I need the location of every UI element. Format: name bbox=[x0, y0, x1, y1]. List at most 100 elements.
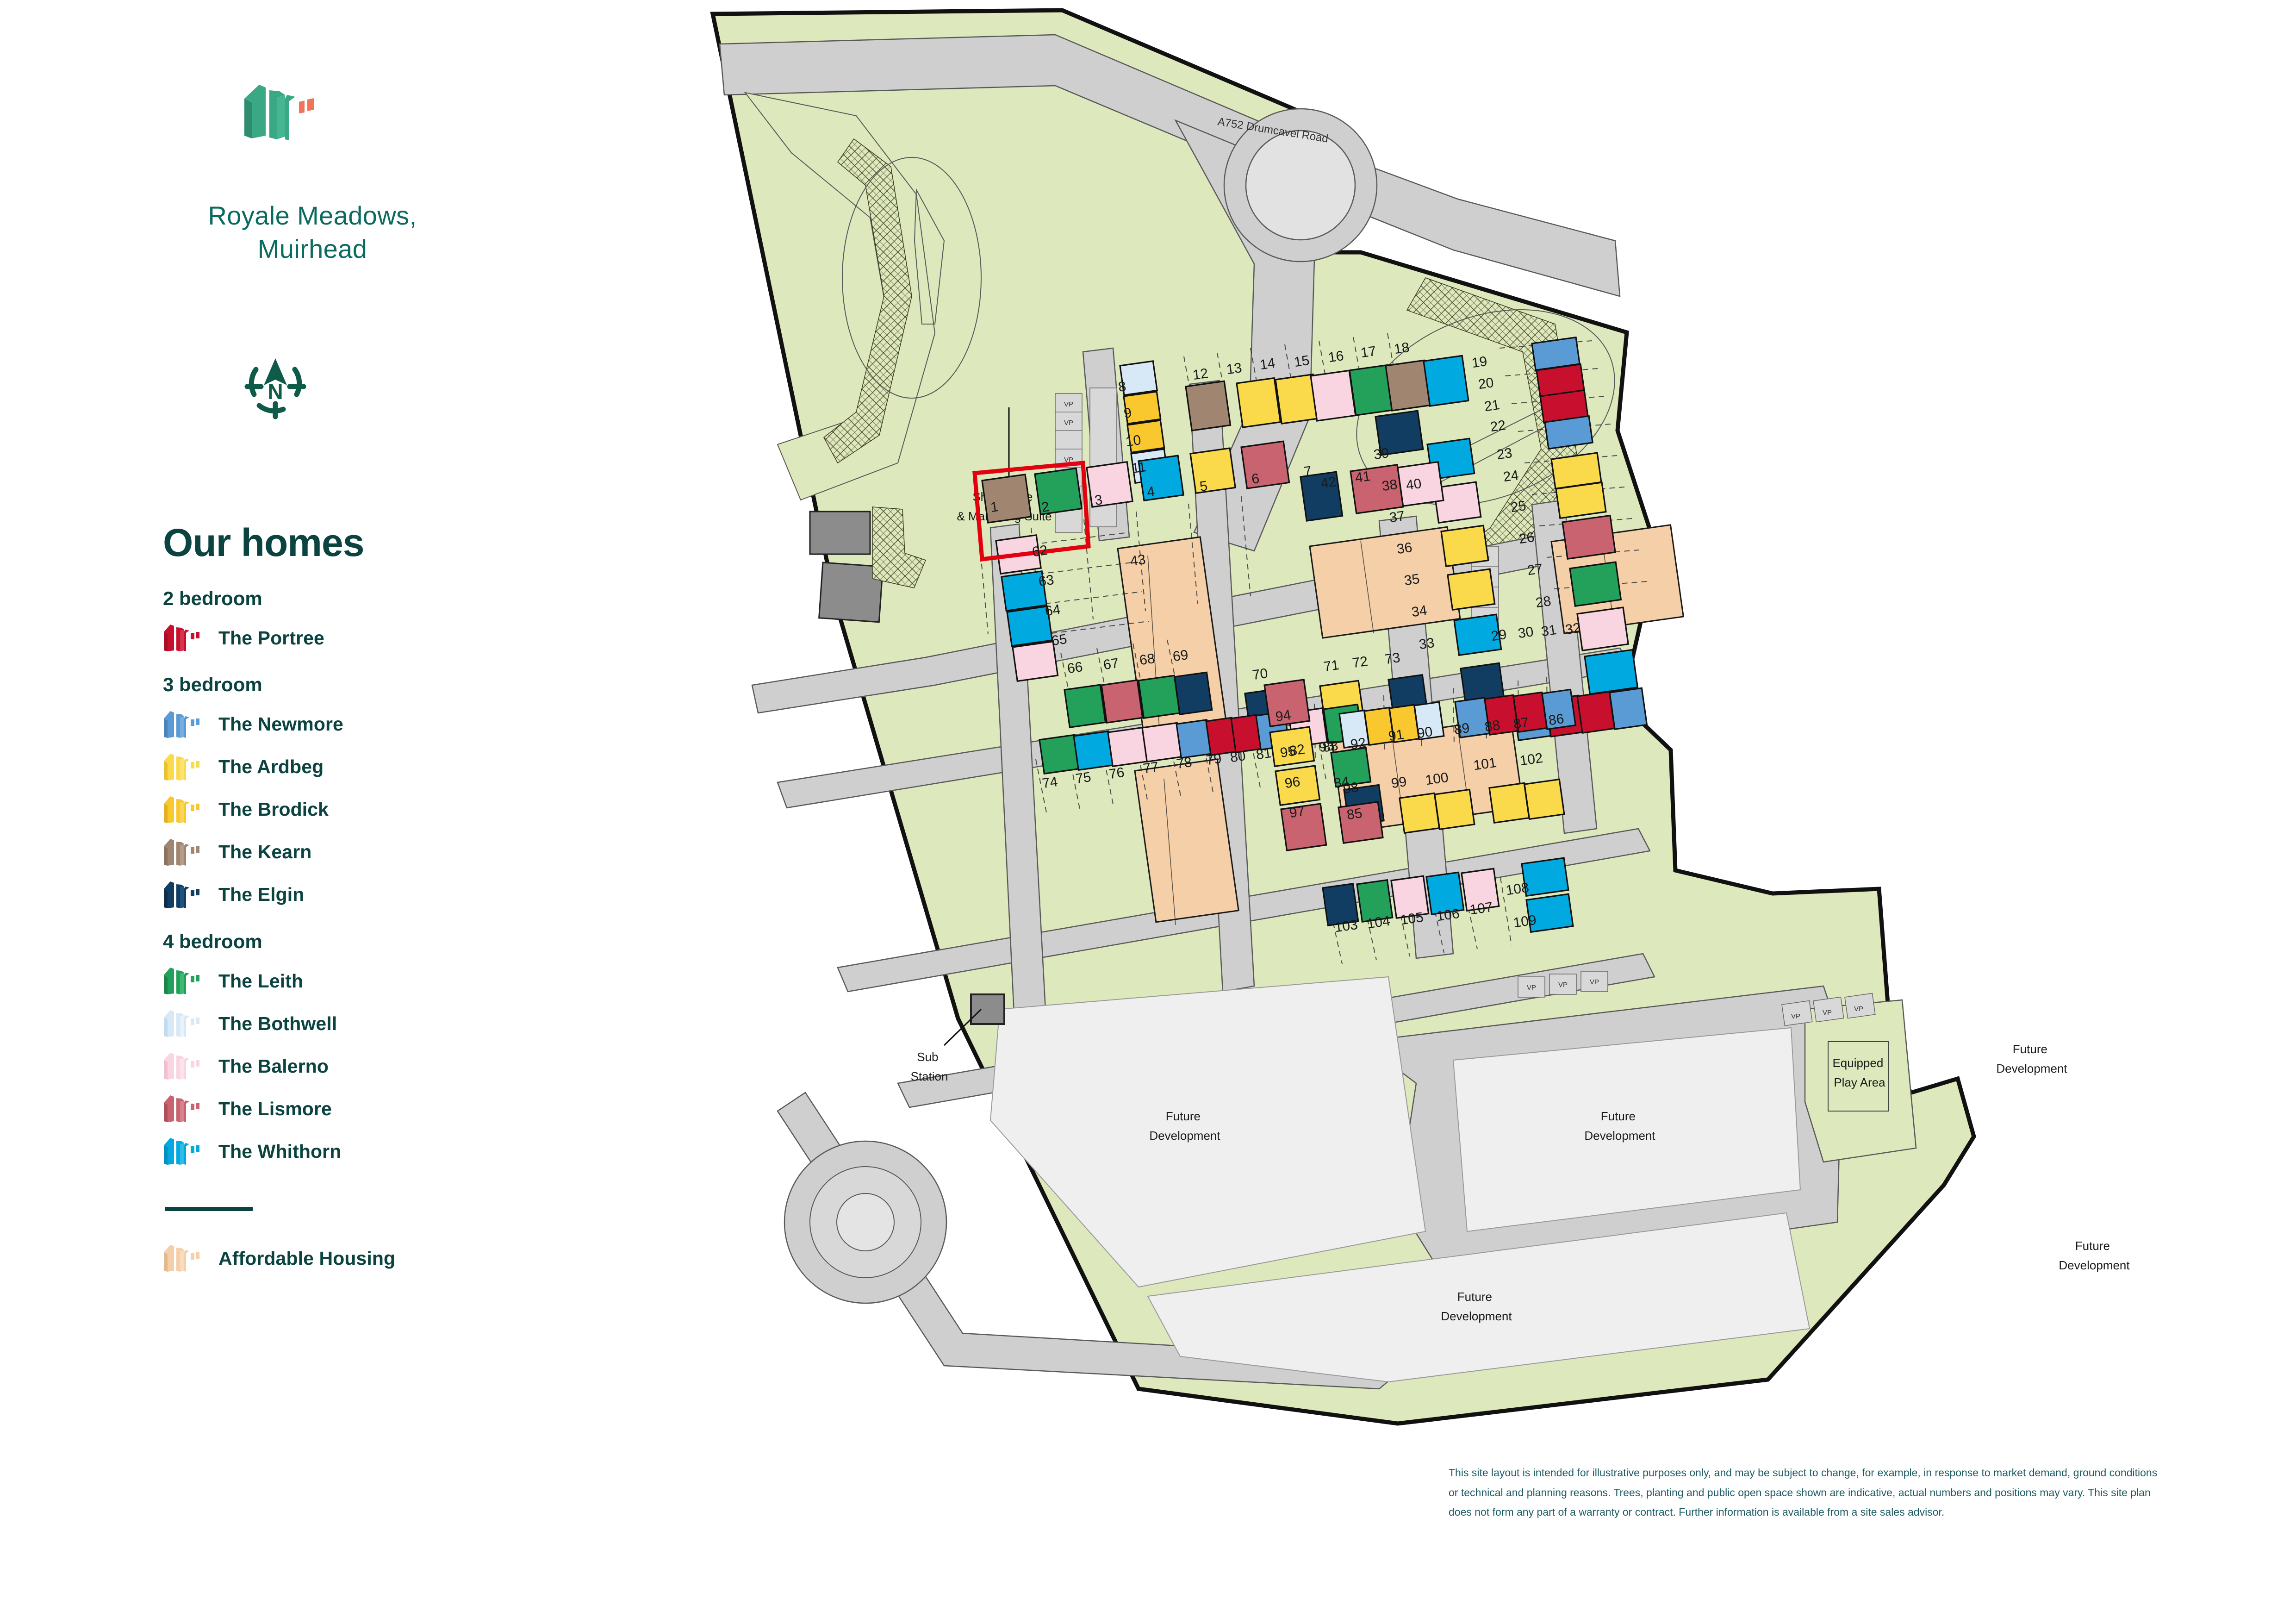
plot-number-77[interactable]: 77 bbox=[1142, 759, 1160, 776]
plot-number-71[interactable]: 71 bbox=[1323, 657, 1340, 675]
legend-item-the-kearn[interactable]: The Kearn bbox=[163, 831, 579, 874]
plot-number-74[interactable]: 74 bbox=[1041, 774, 1059, 791]
plot-number-42[interactable]: 42 bbox=[1320, 474, 1338, 491]
plot-number-89[interactable]: 89 bbox=[1453, 720, 1471, 737]
plot-number-21[interactable]: 21 bbox=[1483, 397, 1501, 414]
plot-number-81[interactable]: 81 bbox=[1255, 745, 1273, 762]
plot-number-29[interactable]: 29 bbox=[1490, 627, 1508, 644]
plot-number-65[interactable]: 65 bbox=[1051, 631, 1068, 649]
plot-number-87[interactable]: 87 bbox=[1512, 715, 1530, 732]
plot-number-101[interactable]: 101 bbox=[1473, 755, 1498, 774]
plot-number-33[interactable]: 33 bbox=[1418, 635, 1436, 652]
plot-number-102[interactable]: 102 bbox=[1519, 750, 1544, 769]
plot-number-69[interactable]: 69 bbox=[1172, 647, 1189, 664]
plot-number-96[interactable]: 96 bbox=[1284, 774, 1301, 791]
plot-number-68[interactable]: 68 bbox=[1139, 651, 1156, 668]
plot-number-62[interactable]: 62 bbox=[1031, 543, 1049, 560]
plot-number-8[interactable]: 8 bbox=[1117, 379, 1127, 395]
legend-item-the-leith[interactable]: The Leith bbox=[163, 960, 579, 1002]
legend-item-the-elgin[interactable]: The Elgin bbox=[163, 874, 579, 916]
legend-item-the-newmore[interactable]: The Newmore bbox=[163, 703, 579, 746]
plot-number-88[interactable]: 88 bbox=[1484, 718, 1501, 735]
plot-number-1[interactable]: 1 bbox=[989, 499, 999, 515]
legend-item-the-bothwell[interactable]: The Bothwell bbox=[163, 1002, 579, 1045]
plot-number-108[interactable]: 108 bbox=[1505, 880, 1530, 899]
plot-number-3[interactable]: 3 bbox=[1094, 492, 1103, 508]
legend-item-the-balerno[interactable]: The Balerno bbox=[163, 1045, 579, 1087]
plot-number-95[interactable]: 95 bbox=[1279, 743, 1297, 761]
plot-number-6[interactable]: 6 bbox=[1251, 471, 1260, 487]
plot-number-100[interactable]: 100 bbox=[1425, 770, 1450, 788]
plot-number-12[interactable]: 12 bbox=[1192, 366, 1209, 383]
plot-number-66[interactable]: 66 bbox=[1066, 659, 1084, 676]
plot-number-14[interactable]: 14 bbox=[1259, 356, 1276, 373]
plot-number-4[interactable]: 4 bbox=[1146, 484, 1156, 500]
plot-number-98[interactable]: 98 bbox=[1342, 780, 1360, 797]
plot-number-73[interactable]: 73 bbox=[1384, 650, 1401, 667]
plot-number-26[interactable]: 26 bbox=[1518, 530, 1536, 547]
plot-number-34[interactable]: 34 bbox=[1411, 603, 1428, 620]
plot-number-22[interactable]: 22 bbox=[1489, 418, 1507, 435]
legend-item-the-lismore[interactable]: The Lismore bbox=[163, 1087, 579, 1130]
legend-item-the-whithorn[interactable]: The Whithorn bbox=[163, 1130, 579, 1173]
plot-number-80[interactable]: 80 bbox=[1229, 748, 1247, 765]
plot-number-18[interactable]: 18 bbox=[1393, 340, 1411, 357]
plot-number-63[interactable]: 63 bbox=[1038, 572, 1055, 589]
plot-number-83[interactable]: 83 bbox=[1322, 738, 1339, 755]
plot-number-106[interactable]: 106 bbox=[1436, 906, 1461, 924]
plot-number-79[interactable]: 79 bbox=[1205, 751, 1223, 768]
legend-item-the-portree[interactable]: The Portree bbox=[163, 617, 579, 659]
plot-number-103[interactable]: 103 bbox=[1334, 917, 1359, 936]
highlighted-plot-outline[interactable] bbox=[972, 461, 1091, 562]
plot-number-78[interactable]: 78 bbox=[1176, 755, 1193, 772]
plot-number-91[interactable]: 91 bbox=[1388, 727, 1405, 744]
plot-number-7[interactable]: 7 bbox=[1303, 463, 1313, 480]
plot-number-16[interactable]: 16 bbox=[1327, 348, 1345, 365]
plot-number-25[interactable]: 25 bbox=[1510, 498, 1527, 515]
plot-number-2[interactable]: 2 bbox=[1040, 499, 1050, 515]
plot-number-36[interactable]: 36 bbox=[1396, 540, 1413, 557]
plot-number-17[interactable]: 17 bbox=[1360, 344, 1377, 361]
legend-item-the-ardbeg[interactable]: The Ardbeg bbox=[163, 746, 579, 788]
plot-number-107[interactable]: 107 bbox=[1469, 899, 1494, 918]
plot-number-41[interactable]: 41 bbox=[1354, 468, 1372, 486]
plot-number-31[interactable]: 31 bbox=[1540, 622, 1558, 639]
plot-number-27[interactable]: 27 bbox=[1526, 561, 1544, 578]
plot-number-19[interactable]: 19 bbox=[1471, 354, 1488, 371]
plot-number-32[interactable]: 32 bbox=[1564, 620, 1582, 637]
plot-number-38[interactable]: 38 bbox=[1381, 477, 1399, 494]
legend-item-the-brodick[interactable]: The Brodick bbox=[163, 788, 579, 831]
plot-number-93[interactable]: 93 bbox=[1318, 738, 1336, 755]
plot-number-10[interactable]: 10 bbox=[1125, 432, 1142, 450]
plot-number-82[interactable]: 82 bbox=[1288, 742, 1306, 759]
plot-number-5[interactable]: 5 bbox=[1199, 478, 1208, 494]
plot-number-85[interactable]: 85 bbox=[1346, 806, 1363, 823]
plot-number-11[interactable]: 11 bbox=[1131, 459, 1147, 476]
plot-number-64[interactable]: 64 bbox=[1044, 602, 1062, 619]
plot-number-28[interactable]: 28 bbox=[1535, 593, 1552, 611]
plot-number-97[interactable]: 97 bbox=[1288, 804, 1306, 821]
plot-number-72[interactable]: 72 bbox=[1351, 654, 1369, 671]
plot-number-39[interactable]: 39 bbox=[1373, 445, 1390, 462]
plot-number-104[interactable]: 104 bbox=[1366, 913, 1391, 932]
plot-number-67[interactable]: 67 bbox=[1102, 656, 1120, 673]
plot-number-13[interactable]: 13 bbox=[1226, 360, 1243, 377]
plot-number-99[interactable]: 99 bbox=[1390, 774, 1408, 791]
plot-number-94[interactable]: 94 bbox=[1275, 707, 1292, 725]
plot-number-43[interactable]: 43 bbox=[1129, 552, 1147, 569]
plot-number-15[interactable]: 15 bbox=[1293, 353, 1311, 370]
plot-number-75[interactable]: 75 bbox=[1075, 769, 1092, 787]
plot-number-9[interactable]: 9 bbox=[1123, 405, 1132, 421]
site-plan-map[interactable]: A752 Drumcavel Road Future Development F… bbox=[639, 0, 2296, 1624]
plot-number-24[interactable]: 24 bbox=[1502, 468, 1520, 485]
plot-number-20[interactable]: 20 bbox=[1477, 375, 1495, 392]
plot-number-84[interactable]: 84 bbox=[1333, 774, 1350, 791]
plot-number-40[interactable]: 40 bbox=[1405, 476, 1423, 493]
plot-number-105[interactable]: 105 bbox=[1400, 910, 1425, 928]
plot-number-70[interactable]: 70 bbox=[1251, 666, 1269, 683]
legend-item-affordable-housing[interactable]: Affordable Housing bbox=[163, 1237, 579, 1280]
plot-number-86[interactable]: 86 bbox=[1548, 711, 1565, 728]
plot-number-92[interactable]: 92 bbox=[1350, 735, 1367, 752]
plot-number-109[interactable]: 109 bbox=[1512, 912, 1537, 931]
plot-number-76[interactable]: 76 bbox=[1108, 765, 1126, 782]
